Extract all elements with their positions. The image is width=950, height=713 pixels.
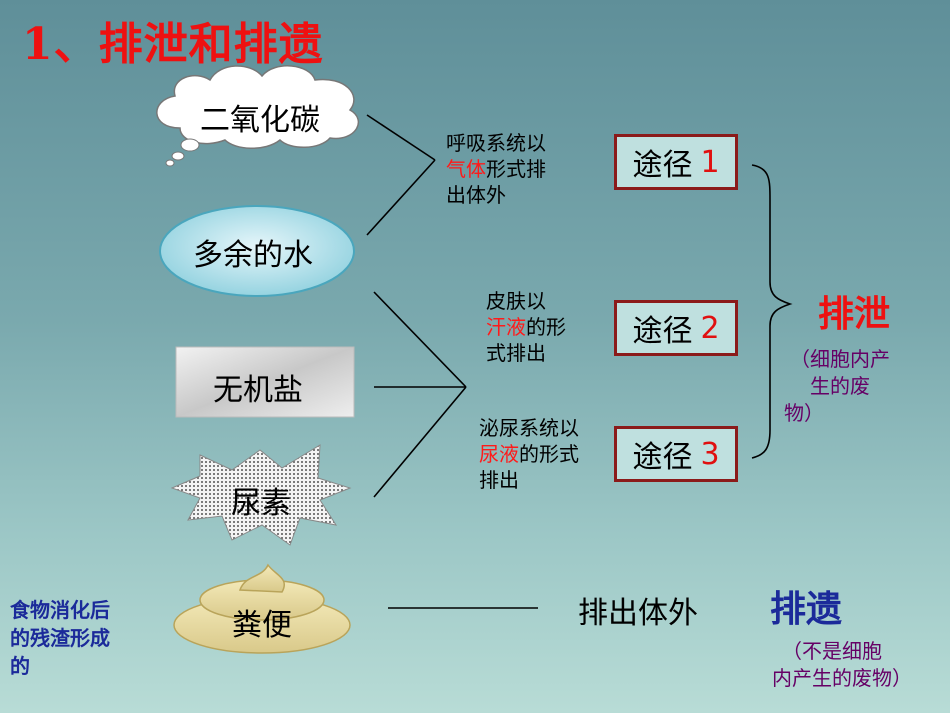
cloud-shape — [156, 65, 360, 167]
egestion-arrow-text: 排出体外 — [578, 596, 698, 631]
egestion-left-note: 食物消化后 的残渣形成 的 — [10, 598, 110, 678]
water-shape — [159, 205, 355, 297]
node-salt: 无机盐 — [213, 373, 303, 408]
urea-shape — [170, 444, 352, 546]
feces-shape — [173, 563, 351, 654]
node-co2: 二氧化碳 — [200, 103, 320, 138]
connector-lines — [366, 114, 467, 498]
page-title: 1、排泄和排遗 — [22, 19, 324, 70]
egestion-label: 排遗 — [770, 589, 843, 630]
node-feces: 粪便 — [232, 608, 292, 643]
route1-text: 呼吸系统以 气体形式排 出体外 — [446, 131, 546, 207]
egestion-note: （不是细胞 内产生的废物） — [772, 639, 912, 690]
node-urea: 尿素 — [231, 486, 291, 521]
salt-shape — [175, 346, 355, 418]
route2-text: 皮肤以 汗液的形 式排出 — [486, 289, 566, 365]
route3-text: 泌尿系统以 尿液的形式 排出 — [479, 416, 579, 492]
node-water: 多余的水 — [193, 238, 313, 273]
excretion-note: （细胞内产 生的废 物） — [784, 347, 890, 425]
brace — [751, 164, 793, 459]
excretion-label: 排泄 — [818, 294, 891, 335]
